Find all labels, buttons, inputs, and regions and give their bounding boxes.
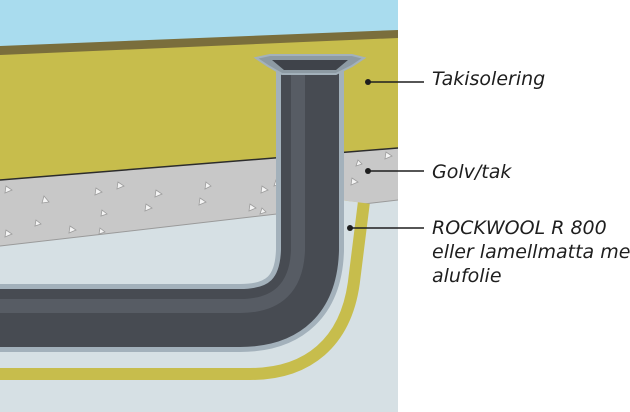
label-pipe-insulation: ROCKWOOL R 800 eller lamellmatta med alu…	[432, 216, 630, 288]
concrete-aggregate	[4, 151, 393, 238]
leader-dot-floor	[365, 168, 371, 174]
roof-surface-strip	[0, 30, 398, 55]
label-product-line-2: eller lamellmatta med	[432, 241, 630, 263]
leader-dot-roof	[365, 79, 371, 85]
pipe-highlight	[0, 66, 305, 313]
label-product-line-3: alufolie	[432, 265, 502, 287]
label-product-line-1: ROCKWOOL R 800	[432, 217, 607, 239]
leader-dot-insulation	[347, 225, 353, 231]
pipe-body	[0, 60, 339, 347]
leader-lines	[350, 81, 424, 229]
label-roof-insulation: Takisolering	[432, 68, 546, 90]
label-floor-ceiling: Golv/tak	[432, 161, 512, 183]
